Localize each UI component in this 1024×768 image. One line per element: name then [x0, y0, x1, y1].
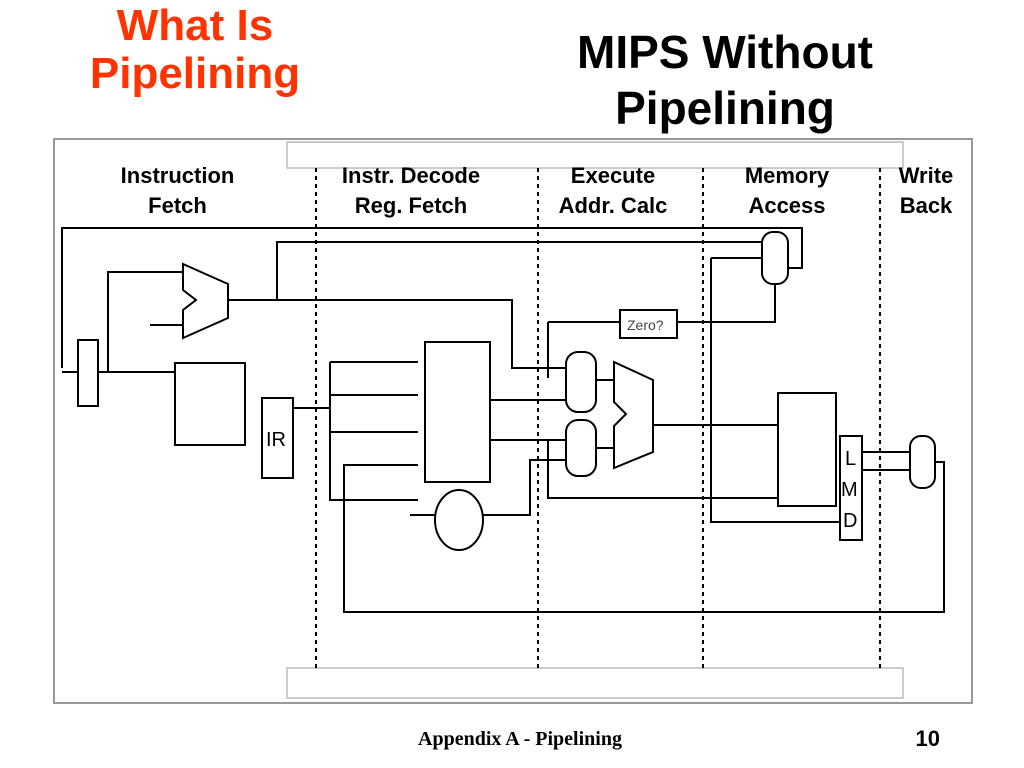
- alu: [613, 360, 654, 470]
- ir-label: IR: [266, 429, 286, 451]
- lmd-m: M: [841, 479, 858, 501]
- page-number: 10: [915, 726, 940, 751]
- register-file: [424, 341, 491, 483]
- mux-pc: [761, 231, 789, 285]
- section-title-line2: Pipelining: [89, 49, 301, 98]
- slide-title-line2: Pipelining: [615, 82, 835, 134]
- lmd-l: L: [845, 448, 856, 470]
- slide-title-line1: MIPS Without: [577, 26, 873, 78]
- mux-a: [565, 351, 597, 413]
- slide-title: MIPS Without Pipelining: [520, 24, 930, 136]
- instruction-memory: [174, 362, 246, 446]
- zero-label: Zero?: [627, 317, 664, 333]
- footer-text: Appendix A - Pipelining: [418, 728, 622, 750]
- lmd-d: D: [843, 510, 857, 532]
- data-memory: [777, 392, 837, 507]
- zero-test-unit: [619, 309, 678, 339]
- stage-dividers: [315, 168, 881, 668]
- pc-adder: [182, 262, 229, 340]
- sign-extend-unit: [434, 489, 484, 551]
- mux-writeback: [909, 435, 936, 489]
- mux-b: [565, 419, 597, 477]
- pc-register: [77, 339, 99, 407]
- section-title-line1: What Is: [116, 1, 274, 50]
- section-title: What Is Pipelining: [55, 2, 335, 98]
- ir-register: [261, 397, 294, 479]
- lmd-register: [839, 435, 863, 541]
